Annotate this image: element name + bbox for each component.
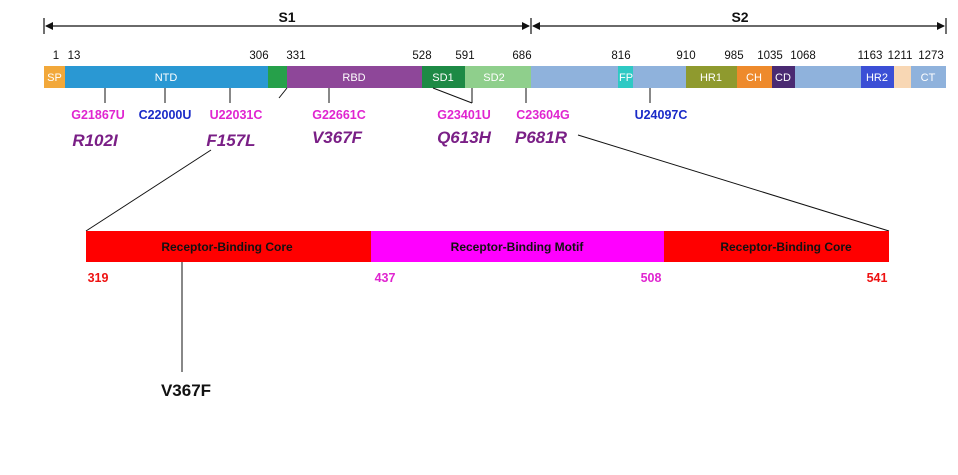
mutation-nt-label: C23604G xyxy=(516,108,570,122)
domain-hr1 xyxy=(686,66,737,88)
domain-ntd xyxy=(65,66,268,88)
domain-cd xyxy=(772,66,795,88)
domain-tm xyxy=(894,66,911,88)
mutation-aa-label: Q613H xyxy=(437,128,492,147)
domain-hr1-label: HR1 xyxy=(700,72,722,84)
pos-number: 686 xyxy=(512,50,531,62)
domain-fp xyxy=(618,66,633,88)
pos-number: 1 xyxy=(53,50,59,62)
pos-number: 1035 xyxy=(757,50,783,62)
rbd-motif-segment xyxy=(371,231,664,262)
mutation-aa-label: R102I xyxy=(72,131,119,150)
domain-rbd-label: RBD xyxy=(342,72,365,84)
domain-s2-mid xyxy=(795,66,861,88)
domain-rbd xyxy=(287,66,422,88)
mutation-nt-label: G22661C xyxy=(312,108,366,122)
mutation-nt-label: G23401U xyxy=(437,108,491,122)
pos-number: 1273 xyxy=(918,50,944,62)
region-arrows: S1 S2 xyxy=(43,9,947,34)
rbd-pos-label: 319 xyxy=(88,271,109,285)
domain-sd2 xyxy=(465,66,531,88)
domain-hr2 xyxy=(861,66,894,88)
rbd-detail: Receptor-Binding Core Receptor-Binding M… xyxy=(86,231,889,400)
mutation-aa-label: F157L xyxy=(206,131,255,150)
rbd-motif-label: Receptor-Binding Motif xyxy=(451,240,585,254)
mutation-labels: G21867U C22000U U22031C G22661C G23401U … xyxy=(71,108,687,150)
pos-number: 985 xyxy=(724,50,743,62)
domain-ch-label: CH xyxy=(746,72,762,84)
region-s1-label: S1 xyxy=(278,9,295,25)
pos-number: 910 xyxy=(676,50,695,62)
mutation-nt-label: U22031C xyxy=(210,108,263,122)
pos-number: 591 xyxy=(455,50,474,62)
rbd-core-left-segment xyxy=(86,231,371,262)
pos-number: 13 xyxy=(68,50,81,62)
rbd-pos-label: 541 xyxy=(867,271,888,285)
position-numbers: 1 13 306 331 528 591 686 816 910 985 103… xyxy=(53,50,944,62)
mutation-aa-label: V367F xyxy=(312,128,363,147)
domain-ct-label: CT xyxy=(921,72,936,84)
domain-bar: SP NTD RBD SD1 SD2 FP HR1 CH CD HR2 CT xyxy=(44,66,946,88)
rbd-pos-label: 437 xyxy=(375,271,396,285)
domain-s2-pre-fp xyxy=(531,66,618,88)
mutation-nt-label: C22000U xyxy=(139,108,192,122)
domain-sd2-label: SD2 xyxy=(483,72,504,84)
pos-number: 816 xyxy=(611,50,630,62)
callout-label: V367F xyxy=(161,381,211,400)
domain-sp-label: SP xyxy=(47,72,62,84)
domain-linker xyxy=(268,66,287,88)
zoom-line-left-top xyxy=(278,87,288,99)
zoom-lines xyxy=(85,87,890,232)
pos-number: 306 xyxy=(249,50,268,62)
rbd-core-left-label: Receptor-Binding Core xyxy=(161,240,293,254)
domain-ct xyxy=(911,66,946,88)
mutation-nt-label: G21867U xyxy=(71,108,125,122)
domain-hr2-label: HR2 xyxy=(866,72,888,84)
mutation-aa-label: P681R xyxy=(515,128,568,147)
domain-cd-label: CD xyxy=(775,72,791,84)
pos-number: 528 xyxy=(412,50,431,62)
pos-number: 1163 xyxy=(858,50,883,62)
mutation-nt-label: U24097C xyxy=(635,108,688,122)
domain-fp-label: FP xyxy=(619,72,633,84)
mutation-ticks xyxy=(104,87,651,104)
domain-sd1-label: SD1 xyxy=(432,72,453,84)
domain-s2-post-fp xyxy=(633,66,686,88)
rbd-core-right-label: Receptor-Binding Core xyxy=(720,240,852,254)
domain-ntd-label: NTD xyxy=(155,72,178,84)
pos-number: 1068 xyxy=(790,50,816,62)
zoom-line-left xyxy=(85,149,212,232)
rbd-core-right-segment xyxy=(664,231,889,262)
pos-number: 331 xyxy=(286,50,305,62)
domain-sp xyxy=(44,66,65,88)
mutation-connector xyxy=(432,87,473,104)
region-s2-label: S2 xyxy=(731,9,748,25)
domain-ch xyxy=(737,66,772,88)
zoom-line-right xyxy=(577,134,890,232)
pos-number: 1211 xyxy=(888,50,913,62)
rbd-pos-label: 508 xyxy=(641,271,662,285)
domain-sd1 xyxy=(422,66,465,88)
